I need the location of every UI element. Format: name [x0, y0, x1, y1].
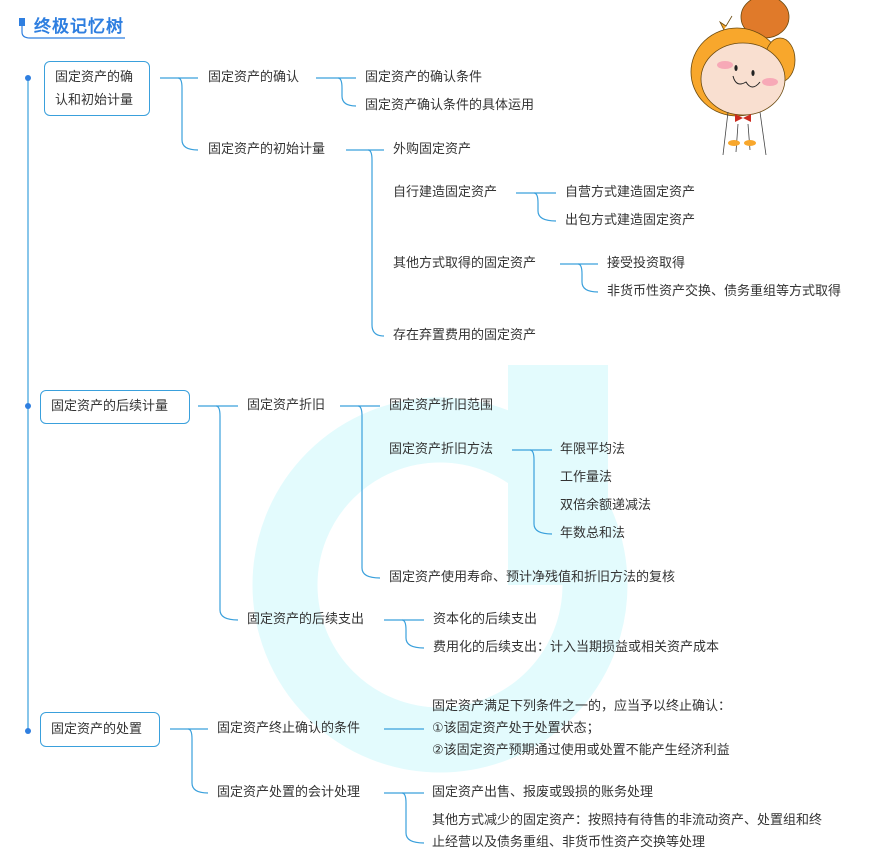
node-sale-scrap-accounting[interactable]: 固定资产出售、报废或毁损的账务处理	[432, 785, 654, 800]
node-other-reduction-line1[interactable]: 其他方式减少的固定资产：按照持有待售的非流动资产、处置组和终	[432, 813, 823, 828]
branch-label: 固定资产的后续计量	[51, 399, 169, 414]
branch-label-line: 固定资产的确	[55, 70, 134, 85]
node-depreciation-methods[interactable]: 固定资产折旧方法	[389, 442, 494, 457]
node-disposal-accounting[interactable]: 固定资产处置的会计处理	[217, 785, 361, 800]
node-nonmonetary-exchange[interactable]: 非货币性资产交换、债务重组等方式取得	[607, 284, 842, 299]
node-capitalized-expenditure[interactable]: 资本化的后续支出	[433, 612, 538, 627]
title-marker-icon	[19, 18, 25, 26]
node-depreciation[interactable]: 固定资产折旧	[247, 398, 326, 413]
page-title: 终极记忆树	[34, 17, 124, 37]
node-purchased[interactable]: 外购固定资产	[393, 142, 472, 157]
branch-box-recognition-initial[interactable]: 固定资产的确 认和初始计量	[44, 61, 150, 116]
node-self-constructed[interactable]: 自行建造固定资产	[393, 185, 498, 200]
branch-label: 固定资产的处置	[51, 722, 143, 737]
title-underline	[21, 24, 125, 39]
orange-head-mascot-icon	[690, 0, 796, 156]
node-initial-measurement[interactable]: 固定资产的初始计量	[208, 142, 326, 157]
node-units-of-production[interactable]: 工作量法	[560, 470, 613, 485]
node-recognition[interactable]: 固定资产的确认	[208, 70, 300, 85]
node-subsequent-expenditure[interactable]: 固定资产的后续支出	[247, 612, 365, 627]
node-other-reduction-line2[interactable]: 止经营以及债务重组、非货币性资产交换等处理	[432, 835, 706, 850]
node-derecognition-detail-line1[interactable]: 固定资产满足下列条件之一的，应当予以终止确认：	[432, 699, 732, 714]
node-derecognition-detail-line2[interactable]: ①该固定资产处于处置状态；	[432, 721, 600, 736]
node-depreciation-scope[interactable]: 固定资产折旧范围	[389, 398, 494, 413]
node-self-operated[interactable]: 自营方式建造固定资产	[565, 185, 696, 200]
node-contracted-out[interactable]: 出包方式建造固定资产	[565, 213, 696, 228]
node-disposal-cost[interactable]: 存在弃置费用的固定资产	[393, 328, 537, 343]
node-expensed-expenditure[interactable]: 费用化的后续支出：计入当期损益或相关资产成本	[433, 640, 720, 655]
node-depreciation-review[interactable]: 固定资产使用寿命、预计净残值和折旧方法的复核	[389, 570, 676, 585]
node-double-declining[interactable]: 双倍余额递减法	[560, 498, 652, 513]
node-sum-of-years[interactable]: 年数总和法	[560, 526, 626, 541]
node-recognition-application[interactable]: 固定资产确认条件的具体运用	[365, 98, 535, 113]
node-straight-line[interactable]: 年限平均法	[560, 442, 626, 457]
branch-box-disposal[interactable]: 固定资产的处置	[40, 712, 160, 747]
branch-label-line: 认和初始计量	[55, 93, 134, 108]
node-investment-received[interactable]: 接受投资取得	[607, 256, 686, 271]
branch-box-subsequent[interactable]: 固定资产的后续计量	[40, 390, 190, 424]
node-derecognition-conditions[interactable]: 固定资产终止确认的条件	[217, 721, 361, 736]
node-other-acquisition[interactable]: 其他方式取得的固定资产	[393, 256, 537, 271]
node-derecognition-detail-line3[interactable]: ②该固定资产预期通过使用或处置不能产生经济利益	[432, 743, 730, 758]
node-recognition-conditions[interactable]: 固定资产的确认条件	[365, 70, 483, 85]
